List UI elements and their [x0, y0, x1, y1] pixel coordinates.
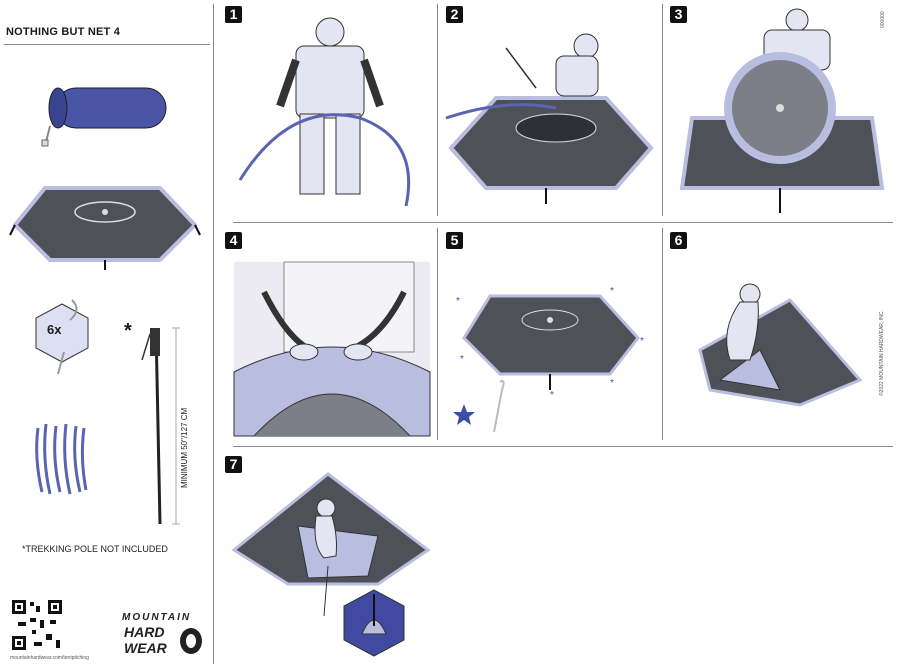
footnote-text: *TREKKING POLE NOT INCLUDED: [22, 544, 168, 554]
qr-caption: mountainhardwear.com/tentpitching: [10, 655, 89, 661]
brand-word-top: MOUNTAIN: [122, 612, 192, 623]
step-1-badge: 1: [225, 6, 242, 23]
title-divider: [4, 44, 210, 45]
step-2-illustration: [445, 33, 654, 204]
stakes-hexagon-icon: [35, 299, 89, 375]
sidebar-divider: [213, 4, 214, 664]
document-code: 000000: [880, 11, 886, 28]
svg-text:*: *: [550, 390, 554, 401]
step-4-illustration: [233, 261, 431, 437]
step-4-badge: 4: [225, 232, 242, 249]
svg-text:*: *: [610, 286, 614, 297]
step-2-badge: 2: [446, 6, 463, 23]
step-1-illustration: [238, 17, 411, 207]
row-divider-2: [233, 446, 893, 447]
poles-bundle-illustration: [35, 423, 88, 495]
copyright-text: ©2022 MOUNTAIN HARDWEAR, INC.: [879, 310, 885, 396]
col-divider-2b: [662, 228, 663, 440]
brand-word-bot: WEAR: [124, 640, 167, 656]
qr-code: [10, 598, 64, 652]
brand-word-mid: HARD: [124, 624, 165, 640]
step-7-badge: 7: [225, 456, 242, 473]
brand-logo-icon: [180, 628, 202, 654]
step-5-illustration: * * * * * *: [453, 286, 644, 433]
row-divider-1: [233, 222, 893, 223]
svg-text:*: *: [460, 354, 464, 365]
asterisk-mark: *: [124, 320, 132, 342]
svg-text:*: *: [456, 296, 460, 307]
step-6-badge: 6: [670, 232, 687, 249]
col-divider-1b: [662, 4, 663, 216]
trekking-pole-illustration: [141, 327, 180, 525]
svg-text:*: *: [640, 336, 644, 347]
step-3-illustration: [679, 8, 885, 213]
step-3-badge: 3: [670, 6, 687, 23]
pole-length-label: MINIMUM 50"/127 CM: [180, 407, 189, 488]
product-title: NOTHING BUT NET 4: [6, 26, 121, 38]
col-divider-1a: [437, 4, 438, 216]
svg-text:*: *: [610, 378, 614, 389]
tent-body-illustration: [9, 186, 201, 270]
stake-count-label: 6x: [47, 322, 62, 337]
step-5-badge: 5: [446, 232, 463, 249]
step-7-illustration: [231, 472, 431, 657]
stuff-sack-illustration: [41, 87, 167, 147]
step-6-illustration: [698, 283, 863, 407]
col-divider-2a: [437, 228, 438, 440]
